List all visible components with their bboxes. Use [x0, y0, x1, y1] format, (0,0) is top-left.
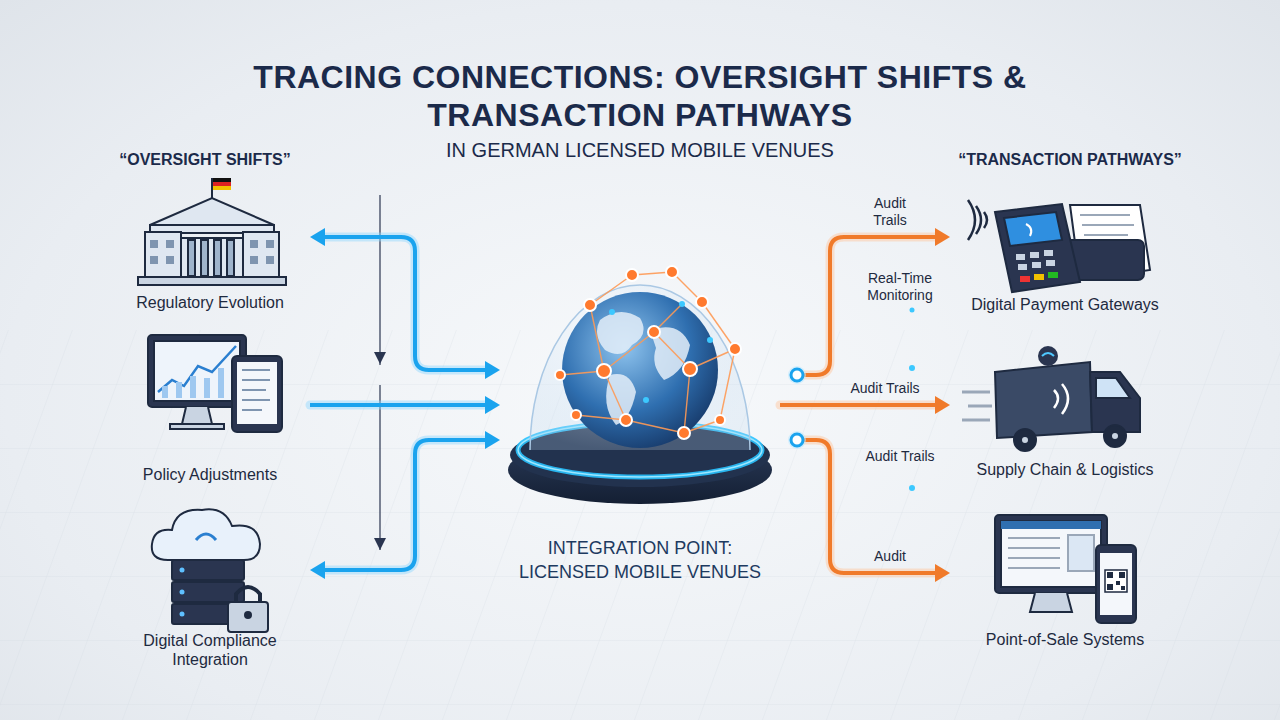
category-node: Policy Adjustments [110, 325, 310, 490]
node-label: Regulatory Evolution [136, 293, 284, 312]
diagram-title: TRACING CONNECTIONS: OVERSIGHT SHIFTS & … [150, 58, 1130, 134]
pathway-label: Audit Trails [850, 448, 950, 465]
column-heading: “OVERSIGHT SHIFTS” [100, 150, 310, 169]
node-label: Point-of-Sale Systems [986, 630, 1144, 649]
category-node: Point-of-Sale Systems [950, 505, 1180, 655]
connector [788, 228, 950, 384]
connector [310, 396, 500, 414]
connector [310, 431, 500, 579]
category-node: Regulatory Evolution [110, 178, 310, 318]
connector [788, 431, 950, 582]
subtitle: IN GERMAN LICENSED MOBILE VENUES [240, 138, 1040, 162]
category-node: Supply Chain & Logistics [950, 350, 1180, 485]
node-label: Digital Compliance Integration [116, 631, 304, 669]
category-node: Digital Payment Gateways [950, 185, 1180, 320]
node-label: Digital Payment Gateways [971, 295, 1159, 314]
connector [310, 228, 500, 379]
edge-label: Audit Trails [835, 380, 935, 397]
column-heading: “TRANSACTION PATHWAYS” [950, 150, 1190, 169]
node-label: Policy Adjustments [143, 465, 277, 484]
hub-label: INTEGRATION POINT: LICENSED MOBILE VENUE… [506, 537, 774, 584]
category-node: Digital Compliance Integration [110, 500, 310, 675]
edge-label: Audit Trails [860, 195, 920, 229]
edge-label: Audit [860, 548, 920, 565]
connector [780, 396, 950, 414]
node-label: Supply Chain & Logistics [977, 460, 1154, 479]
pathway-label: Real-Time Monitoring [855, 270, 945, 304]
hub-node: INTEGRATION POINT: LICENSED MOBILE VENUE… [500, 260, 780, 590]
